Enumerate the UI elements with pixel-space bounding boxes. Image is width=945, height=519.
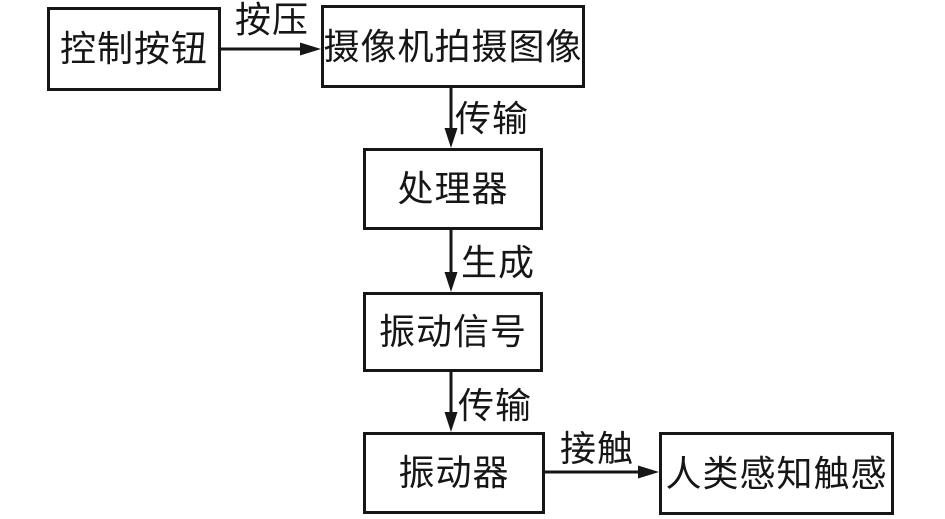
edge-label-contact: 接触 — [560, 429, 635, 469]
arrow-transmit-1 — [444, 88, 458, 148]
arrow-transmit-2 — [444, 372, 458, 432]
node-camera-capture-image: 摄像机拍摄图像 — [321, 5, 585, 88]
arrowhead-down-icon — [444, 128, 458, 148]
node-vibration-signal: 振动信号 — [363, 292, 543, 372]
arrowhead-down-icon — [444, 412, 458, 432]
arrowhead-right-icon — [300, 42, 321, 56]
node-control-button: 控制按钮 — [47, 7, 221, 91]
node-processor: 处理器 — [363, 148, 543, 230]
node-human-perceives-touch: 人类感知触感 — [659, 432, 894, 515]
edge-label-generate: 生成 — [461, 243, 536, 283]
arrow-press — [221, 42, 321, 56]
edge-label-press: 按压 — [235, 0, 310, 40]
arrowhead-right-icon — [638, 465, 659, 479]
arrow-contact — [545, 465, 659, 479]
edge-label-transmit-1: 传输 — [455, 99, 530, 139]
arrow-generate — [444, 230, 458, 292]
node-vibrator: 振动器 — [363, 432, 545, 514]
arrowhead-down-icon — [444, 272, 458, 292]
edge-label-transmit-2: 传输 — [458, 386, 533, 426]
